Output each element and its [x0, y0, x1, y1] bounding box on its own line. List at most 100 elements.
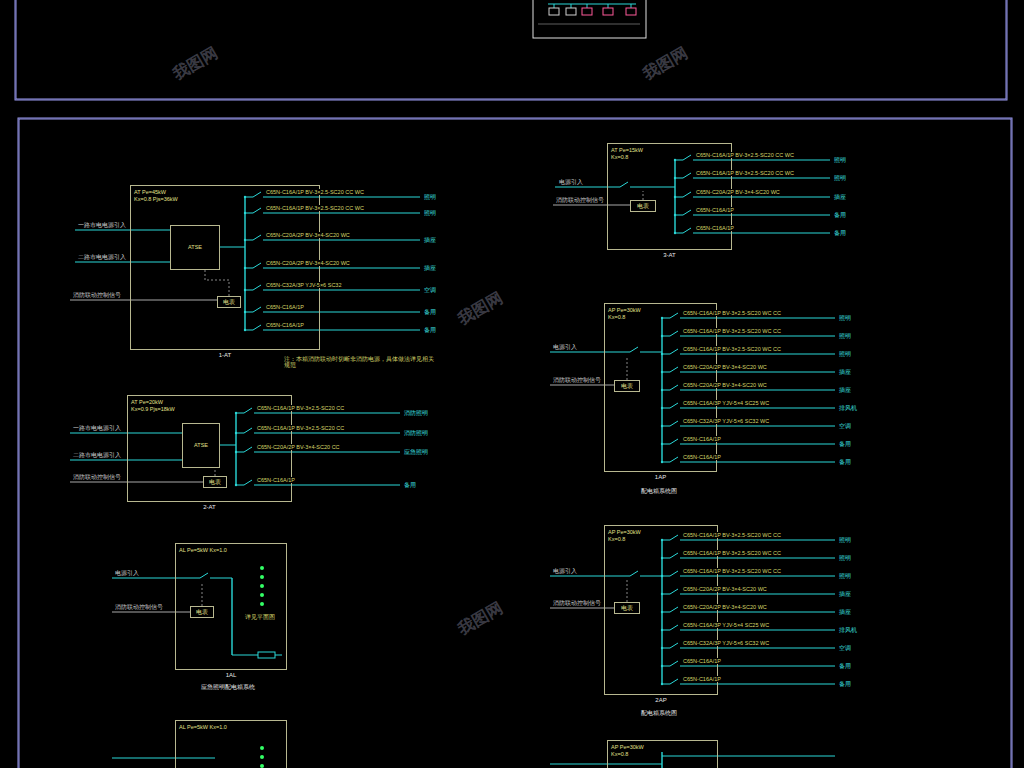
circuit-name: 备用	[403, 482, 417, 488]
circuit-line	[680, 576, 835, 577]
circuit-line	[263, 330, 420, 331]
feeder-line	[112, 758, 175, 759]
circuit-name: 插座	[423, 237, 437, 243]
circuit-line	[254, 485, 400, 486]
panel-name: 1AL	[226, 672, 237, 679]
panel-data: AT Pe=15kW Kx=0.8	[608, 144, 664, 163]
feeder-line	[70, 460, 182, 461]
device-label: 电表	[637, 203, 649, 209]
breaker-symbol	[670, 313, 678, 318]
circuit-name: 照明	[838, 537, 852, 543]
bus-line	[538, 24, 640, 25]
breaker-symbol	[244, 447, 252, 452]
feeder-label: 一路市电电源引入	[77, 222, 127, 228]
junction-dot	[674, 214, 676, 216]
circuit-line	[680, 444, 835, 445]
signal-line	[70, 482, 203, 483]
feeder-line	[210, 578, 232, 579]
breaker-symbol	[244, 480, 252, 485]
circuit-line	[662, 444, 670, 445]
breaker-symbol	[253, 263, 261, 268]
panel-name: 2AP	[655, 697, 666, 704]
drop-line	[587, 4, 588, 8]
junction-dot	[244, 196, 246, 198]
feeder-line	[70, 433, 182, 434]
breaker-spec: C65N-C16A/1P BV-3×2.5-SC20 WC CC	[682, 532, 782, 538]
feeder-line	[550, 352, 630, 353]
breaker-spec: C65N-C16A/1P BV-3×2.5-SC20 CC	[256, 425, 345, 431]
junction-dot	[235, 484, 237, 486]
breaker-symbol	[253, 208, 261, 213]
circuit-line	[263, 268, 420, 269]
lamp-dot	[260, 746, 264, 750]
device-label: 电表	[223, 299, 235, 305]
breaker-symbol	[670, 535, 678, 540]
circuit-line	[662, 408, 670, 409]
circuit-line	[662, 684, 670, 685]
circuit-line	[662, 630, 670, 631]
device-box: ATSE	[170, 225, 220, 270]
breaker-spec: C65N-C16A/1P	[682, 436, 722, 442]
breaker-spec: C65N-C16A/3P YJV-5×4 SC25 WC	[682, 622, 770, 628]
circuit-line	[680, 630, 835, 631]
circuit-name: 消防照明	[403, 410, 429, 416]
control-line	[627, 580, 628, 602]
junction-dot	[661, 335, 663, 337]
bus-bar	[244, 197, 245, 330]
breaker-symbol	[670, 679, 678, 684]
feeder-line	[640, 576, 662, 577]
breaker-symbol	[670, 349, 678, 354]
breaker-symbol	[670, 571, 678, 576]
feeder-line	[640, 352, 662, 353]
junction-dot	[661, 461, 663, 463]
breaker-spec: C65N-C16A/1P BV-3×2.5-SC20 CC WC	[695, 170, 795, 176]
breaker-symbol	[670, 403, 678, 408]
feeder-line	[112, 578, 200, 579]
circuit-line	[263, 240, 420, 241]
circuit-line	[675, 197, 683, 198]
bus-line	[548, 4, 636, 5]
circuit-name: 排风机	[838, 405, 858, 411]
junction-dot	[661, 647, 663, 649]
device-label: ATSE	[194, 442, 208, 448]
breaker-symbol	[683, 210, 691, 215]
panel-data: AP Pe=30kW Kx=0.8	[605, 304, 661, 323]
breaker-spec: C65N-C16A/1P	[265, 322, 305, 328]
lamp-dot	[260, 584, 264, 588]
lamp-dot	[260, 593, 264, 597]
circuit-line	[662, 462, 670, 463]
sheet-frame	[15, 0, 1007, 100]
circuit-name: 插座	[838, 591, 852, 597]
feeder-label: 消防联动控制信号	[552, 377, 602, 383]
circuit-line	[662, 372, 670, 373]
breaker-spec: C65N-C16A/1P BV-3×2.5-SC20 WC CC	[682, 328, 782, 334]
junction-dot	[661, 629, 663, 631]
drop-line	[571, 4, 572, 8]
circuit-name: 照明	[423, 210, 437, 216]
breaker-symbol	[683, 228, 691, 233]
bus-bar	[235, 413, 236, 485]
circuit-line	[680, 666, 835, 667]
control-line	[205, 270, 229, 296]
breaker-spec: C65N-C20A/2P BV-3×4-SC20 WC	[695, 189, 781, 195]
junction-dot	[244, 311, 246, 313]
circuit-line	[662, 576, 670, 577]
bus-bar	[674, 160, 675, 233]
circuit-name: 备用	[423, 309, 437, 315]
junction-dot	[661, 389, 663, 391]
device-box: 电表	[614, 380, 640, 392]
feeder-line	[75, 230, 170, 231]
breaker-spec: C65N-C16A/1P BV-3×2.5-SC20 CC WC	[265, 205, 365, 211]
circuit-line	[693, 215, 830, 216]
circuit-line	[693, 160, 830, 161]
feeder-line	[220, 445, 236, 446]
circuit-line	[662, 648, 670, 649]
circuit-line	[662, 336, 670, 337]
circuit-line	[693, 178, 830, 179]
breaker-spec: C65N-C16A/1P	[682, 658, 722, 664]
sheet-frame	[18, 118, 1012, 768]
feeder-line	[630, 187, 675, 188]
feeder-label: 二路市电电源引入	[72, 452, 122, 458]
breaker-spec: C65N-C16A/1P BV-3×2.5-SC20 WC CC	[682, 568, 782, 574]
